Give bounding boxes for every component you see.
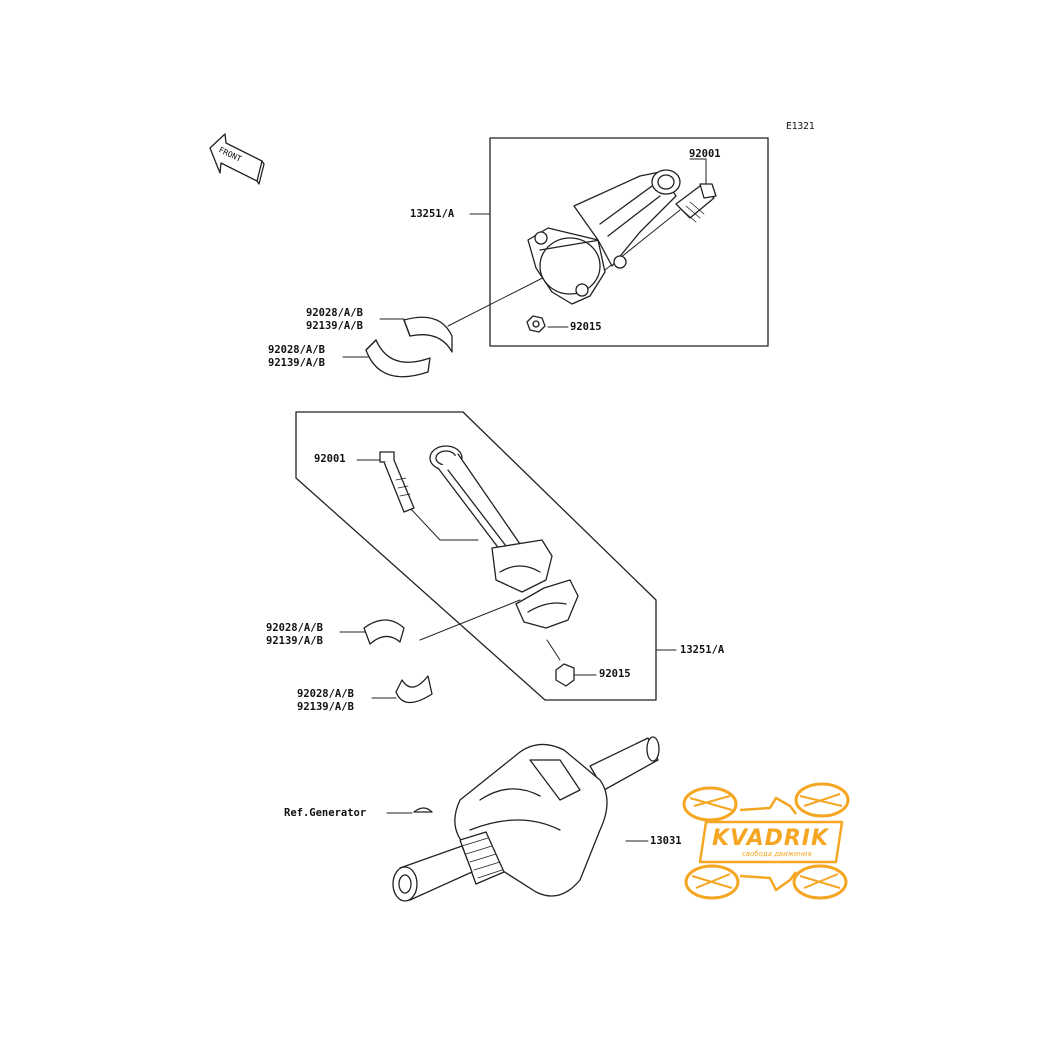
rod-cap-mid (515, 579, 579, 629)
label-bearing-4-a: 92028/A/B (297, 688, 354, 700)
label-bearing-2-a: 92028/A/B (268, 344, 325, 356)
label-bearing-3-a: 92028/A/B (266, 622, 323, 634)
connecting-rod-top (527, 169, 681, 305)
nut-top (526, 315, 546, 333)
label-bearing-3-b: 92139/A/B (266, 635, 323, 647)
label-bearing-4-b: 92139/A/B (297, 701, 354, 713)
label-13031: 13031 (650, 835, 682, 847)
bearing-shell-3 (363, 619, 405, 645)
diagram-code: E1321 (786, 121, 815, 132)
bearing-shell-1 (403, 316, 453, 353)
label-bearing-2-b: 92139/A/B (268, 357, 325, 369)
label-13251a-top: 13251/A (410, 208, 455, 220)
bolt-top (675, 183, 717, 223)
label-bearing-1-a: 92028/A/B (306, 307, 363, 319)
label-13251a-mid: 13251/A (680, 644, 725, 656)
woodruff-key (413, 807, 433, 813)
bearing-shell-4 (395, 675, 433, 704)
label-bearing-1-b: 92139/A/B (306, 320, 363, 332)
rod-assembly-box-mid (295, 411, 657, 701)
connecting-rod-mid (429, 445, 553, 593)
label-92001-top: 92001 (689, 148, 721, 160)
nut-mid (555, 663, 575, 687)
rod-assembly-box-top (489, 137, 769, 347)
label-ref-generator: Ref.Generator (284, 807, 367, 819)
label-92015-mid: 92015 (599, 668, 631, 680)
watermark-slogan: свобода движения (742, 850, 812, 858)
bearing-shell-2 (365, 339, 431, 378)
label-92015-top: 92015 (570, 321, 602, 333)
bolt-mid (379, 451, 415, 513)
front-arrow-icon (209, 133, 265, 185)
label-92001-mid: 92001 (314, 453, 346, 465)
watermark-brand: KVADRIK (712, 826, 830, 851)
crankshaft (392, 736, 660, 902)
